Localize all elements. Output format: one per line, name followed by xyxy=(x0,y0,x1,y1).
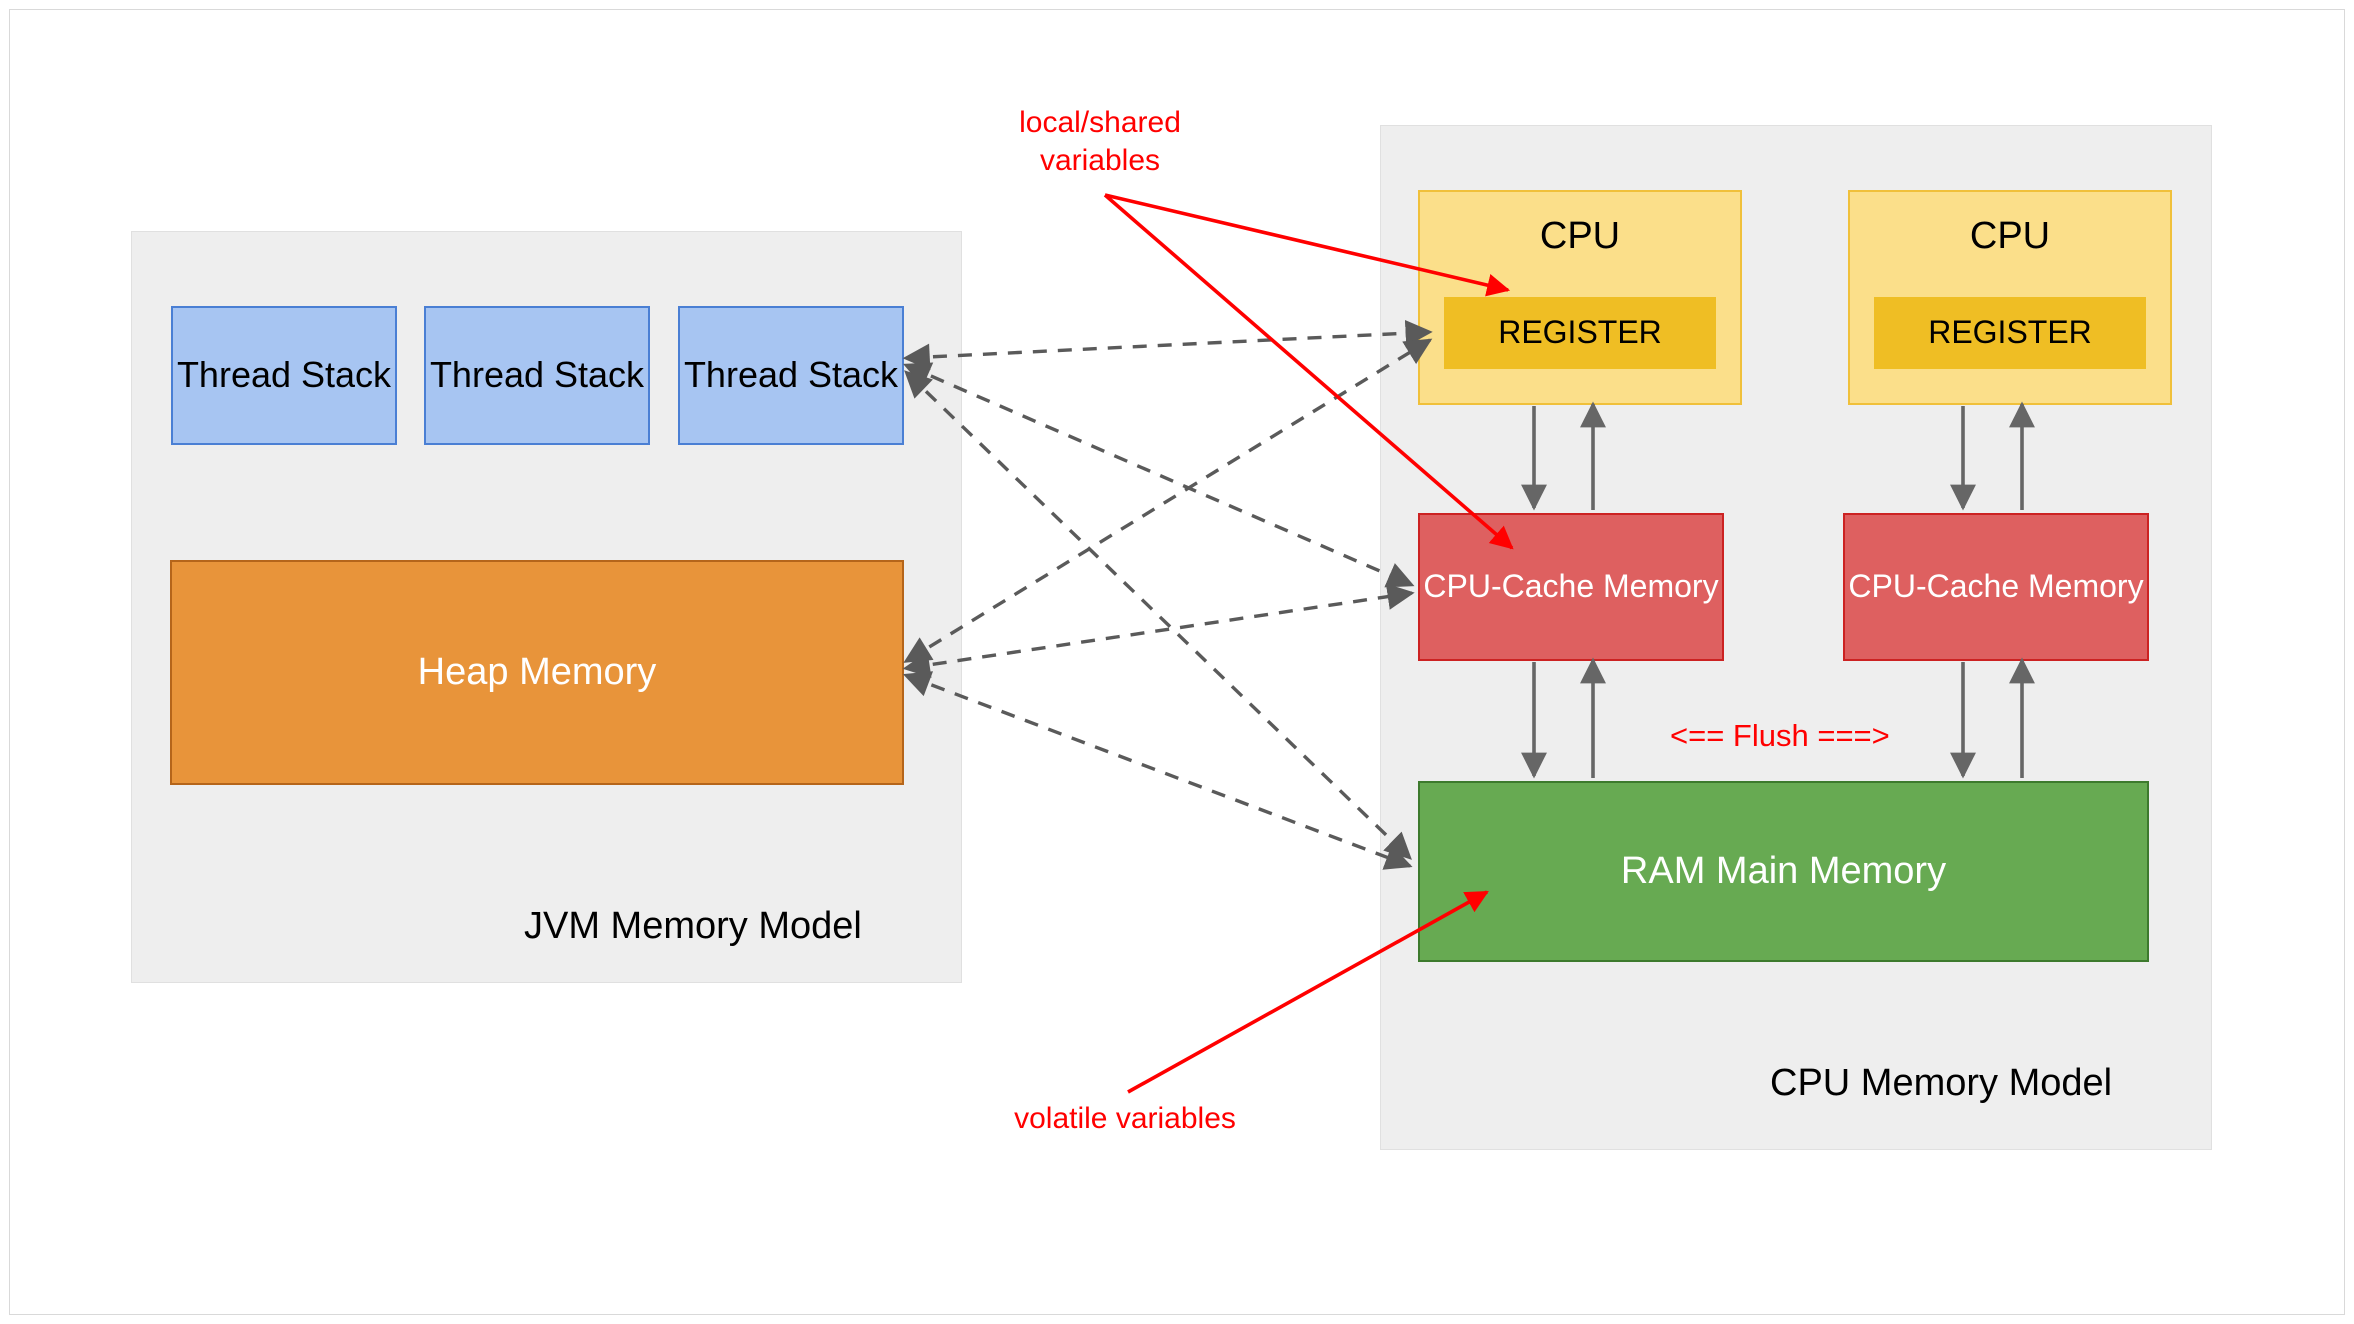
register-box-2[interactable]: REGISTER xyxy=(1874,297,2146,369)
cpu-cache-memory-box-1[interactable]: CPU-Cache Memory xyxy=(1418,513,1724,661)
thread-stack-box-2[interactable]: Thread Stack xyxy=(424,306,650,445)
cpu-memory-model-label: CPU Memory Model xyxy=(1770,1062,2113,1104)
cpu-cache-memory-box-2[interactable]: CPU-Cache Memory xyxy=(1843,513,2149,661)
local-shared-variables-label: local/shared variables xyxy=(1019,106,1181,177)
link-threadstack-register xyxy=(902,319,1433,371)
heap-memory-box[interactable]: Heap Memory xyxy=(170,560,904,785)
ram-main-memory-box[interactable]: RAM Main Memory xyxy=(1418,781,2149,962)
link-threadstack-cache xyxy=(903,362,1415,588)
thread-stack-box-3[interactable]: Thread Stack xyxy=(678,306,904,445)
link-heap-register xyxy=(903,338,1433,663)
thread-stack-box-1[interactable]: Thread Stack xyxy=(171,306,397,445)
register-box-1[interactable]: REGISTER xyxy=(1444,297,1716,369)
flush-annotation-label: <== Flush ===> xyxy=(1670,718,1890,753)
jvm-memory-model-label: JVM Memory Model xyxy=(524,905,862,947)
link-heap-ram xyxy=(902,671,1413,870)
link-threadstack-ram xyxy=(904,370,1412,860)
volatile-variables-label: volatile variables xyxy=(1014,1102,1236,1135)
link-heap-cache xyxy=(902,583,1415,678)
